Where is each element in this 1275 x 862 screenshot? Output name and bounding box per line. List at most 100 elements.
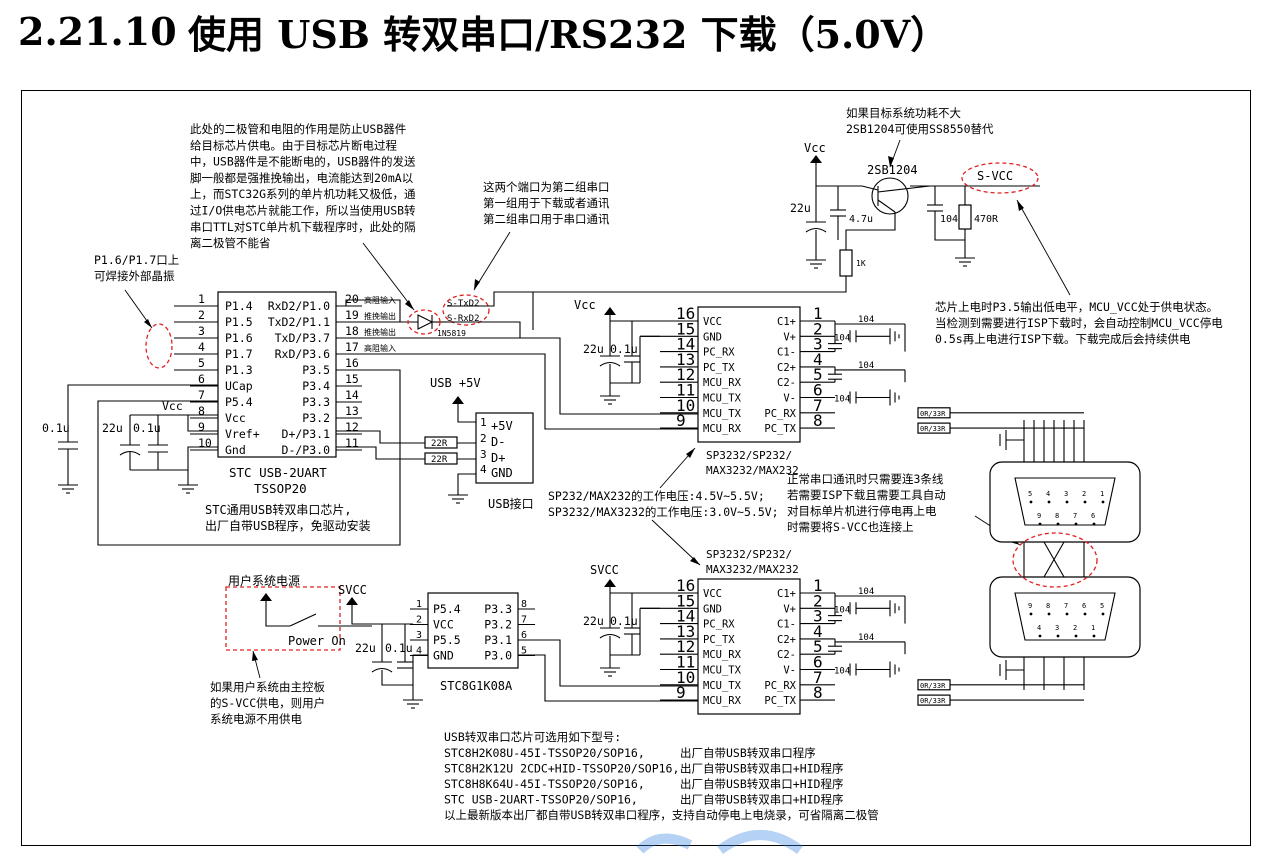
watermark-logo [636,830,803,855]
pin-number: 13 [676,622,695,641]
vcc-label: Vcc [804,141,826,155]
res-label: 0R/33R [920,425,946,433]
pin-name: PC_TX [764,423,796,435]
note-line: 0.5s再上电进行ISP下载。下载完成后会持续供电 [935,332,1191,346]
usb-5v-label: USB +5V [430,376,481,390]
pin-name: PC_RX [703,347,735,359]
db9-pin-number: 2 [1082,490,1086,498]
pin-name: RxD/P3.6 [275,347,330,361]
pin-number: 7 [813,396,823,415]
note-line: 时需要将S-VCC也连接上 [787,520,914,534]
pin-name: MCU_RX [703,423,742,435]
pin-name: UCap [225,379,253,393]
svcc-label: SVCC [590,563,619,577]
user-power-label: 用户系统电源 [228,573,300,588]
note-line: 2SB1204可使用SS8550替代 [846,122,994,136]
chip-model-list: USB转双串口芯片可选用如下型号:STC8H2K08U-45I-TSSOP20/… [444,730,879,822]
pin-number: 12 [676,637,695,656]
pin-number: 6 [521,630,527,641]
note-line: 的S-VCC供电，则用户 [210,696,325,710]
power-on-label: Power On [288,634,346,648]
pin-number: 9 [676,411,686,430]
pin-name: PC_TX [703,362,735,374]
note-line: 此处的二极管和电阻的作用是防止USB器件 [190,122,406,136]
pin-name: C1- [777,619,796,631]
model-list-footer: 以上最新版本出厂都自带USB转双串口程序，支持自动停电上电烧录，可省隔离二极管 [444,808,879,822]
pin-number: 11 [676,381,695,400]
db9-pin-number: 5 [1028,490,1032,498]
pin-name: P3.2 [302,411,330,425]
pin-tag: 推挽输出 [364,311,396,321]
pin-name: P1.6 [225,331,253,345]
pin-number: 14 [345,388,359,402]
pin-number: 7 [198,388,205,402]
pin-name: VCC [703,588,722,600]
pin-number: 6 [813,653,823,672]
pin-number: 8 [813,411,823,430]
cap-label: 22u [102,421,123,435]
pin-number: 7 [813,668,823,687]
model-desc: 出厂自带USB转双串口程序 [680,746,816,760]
sp3232-title: MAX3232/MAX232 [706,464,799,477]
pin-number: 3 [416,630,422,641]
sp3232-body [697,306,801,443]
uart-wires [336,291,698,430]
three-wire-note: 正常串口通讯时只需要连3条线若需要ISP下载且需要工具自动对目标单片机进行停电再… [787,472,946,534]
db9-pin-number: 6 [1082,602,1086,610]
pin-number: 8 [198,404,205,418]
pin-name: TxD/P3.7 [275,331,330,345]
cap-label: 104 [834,395,850,405]
sp3232-body [697,578,801,715]
pin-number: 15 [345,372,359,386]
model-desc: 出厂自带USB转双串口+HID程序 [680,777,843,791]
cap-label: 104 [858,633,874,643]
pin-name: MCU_TX [703,408,742,420]
db9-pin-number: 9 [1028,602,1032,610]
pin-number: 14 [676,607,695,626]
pin-name: V+ [783,331,796,343]
transistor-label: 2SB1204 [867,163,918,177]
pin-number: 1 [813,576,823,595]
pin-number: 15 [676,591,695,610]
cap-label: 104 [834,605,850,615]
pin-number: 16 [676,304,695,323]
pin-number: 5 [813,365,823,384]
pin-number: 10 [676,668,695,687]
svg-text:1: 1 [480,416,487,429]
pin-number: 1 [198,292,205,306]
note-line: 给目标芯片供电。由于目标芯片断电过程 [190,138,397,152]
res-label: 470R [974,214,999,225]
section-title: 使用 USB 转双串口/RS232 下载（5.0V） [188,11,949,57]
cap-label: 104 [858,315,874,325]
note-line: 当检测到需要进行ISP下载时，会自动控制MCU_VCC停电 [935,316,1223,330]
pin-number: 20 [345,292,359,306]
pin-number: 2 [813,591,823,610]
highlight-ellipse [145,323,173,369]
cap-label: 104 [858,361,874,371]
pin-number: 17 [345,340,359,354]
db9-pin-number: 8 [1046,602,1050,610]
pin-number: 5 [521,646,527,657]
note-line: 对目标单片机进行停电再上电 [787,504,937,518]
note-line: 若需要ISP下载且需要工具自动 [787,488,946,502]
pin-name: P3.3 [484,602,512,616]
pin-name: MCU_RX [703,377,742,389]
schematic-frame [21,90,1251,846]
pin-number: 13 [345,404,359,418]
svcc-label: SVCC [338,583,367,597]
pin-name: GND [703,603,722,615]
sp3232-title: MAX3232/MAX232 [706,563,799,576]
vcc-label: Vcc [574,298,596,312]
pin-name: C1- [777,347,796,359]
cap-label: 22u [790,201,811,215]
db9-pin-number: 7 [1073,512,1077,520]
pin-name: V+ [783,603,796,615]
pin-name: GND [433,649,454,663]
db9-pin-number: 3 [1064,490,1068,498]
section-number: 2.21.10 [18,8,177,54]
pin-number: 6 [198,372,205,386]
pin-name: P3.0 [484,649,512,663]
